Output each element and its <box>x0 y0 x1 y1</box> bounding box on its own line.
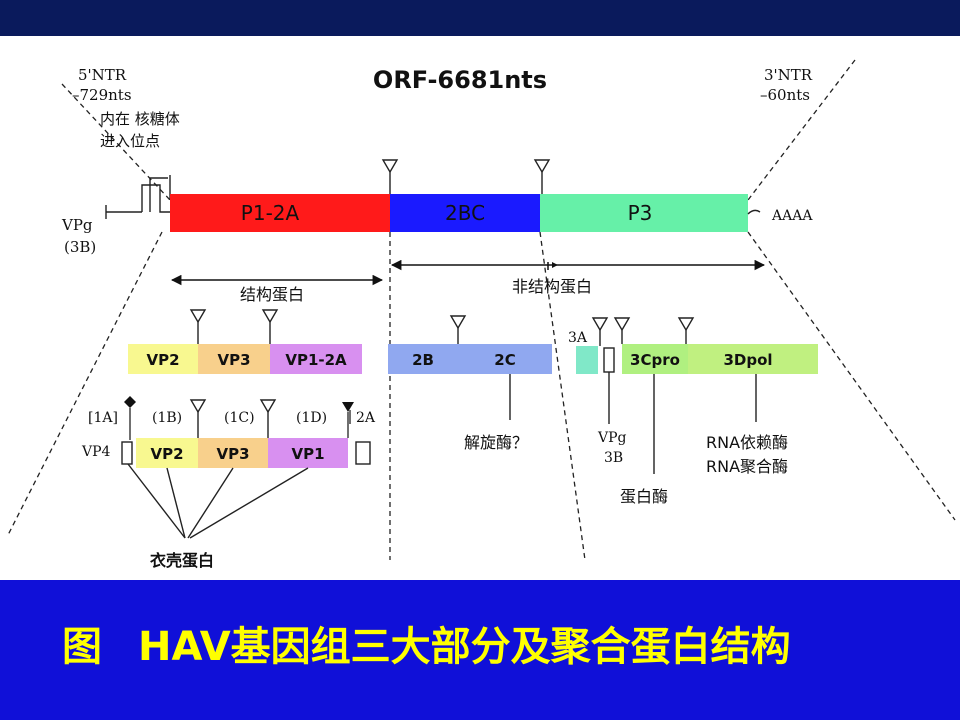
capsid-protein-label: 衣壳蛋白 <box>150 551 214 570</box>
vp4-marker-icon <box>124 396 136 408</box>
utr5-label: 5'NTR <box>78 66 127 84</box>
p1-vp2-label: VP2 <box>146 351 179 369</box>
segment-2bc <box>390 194 540 232</box>
p2-cleavage-icons <box>449 315 467 344</box>
p3-3a-label: 3A <box>568 330 588 346</box>
p1-vp1-2a-label: VP1-2A <box>285 351 347 369</box>
capsid-1c-label: (1C) <box>224 410 255 426</box>
p3-pointers <box>608 372 757 474</box>
cleavage-site-icons <box>381 159 551 194</box>
capsid-1b-label: (1B) <box>152 410 182 426</box>
p2-2b <box>388 344 458 374</box>
p3-3cpro-label: 3Cpro <box>630 351 680 369</box>
p1-cleavage-icons <box>189 309 279 344</box>
vpg-3b-annotation: 3B <box>604 450 623 466</box>
vpg-label: VPg <box>61 216 93 234</box>
utr3-length: –60nts <box>760 86 810 104</box>
vpg-annotation: VPg <box>597 430 627 446</box>
p1-vp3 <box>198 344 270 374</box>
capsid-2a-label: 2A <box>356 410 376 426</box>
structural-label: 结构蛋白 <box>240 285 304 304</box>
utr5-structure <box>105 175 171 219</box>
poly-a-label: AAAA <box>771 208 813 224</box>
orf-title: ORF-6681nts <box>373 66 547 94</box>
p2-2c <box>458 344 552 374</box>
p3-3b <box>603 347 615 373</box>
protease-label: 蛋白酶 <box>620 487 668 506</box>
capsid-vp4 <box>121 441 133 465</box>
capsid-vp4-label: VP4 <box>81 444 111 460</box>
ires-label-2: 进入位点 <box>100 132 160 150</box>
p2-2c-label: 2C <box>494 351 515 369</box>
capsid-vp3-label: VP3 <box>216 445 249 463</box>
vpg-sub-label: (3B) <box>64 238 96 256</box>
rdrp-label-1: RNA依赖酶 <box>706 433 788 452</box>
top-bar <box>0 0 960 36</box>
capsid-vp2-label: VP2 <box>150 445 183 463</box>
caption-prefix: 图 <box>62 624 102 670</box>
utr5-length: –729nts <box>72 86 132 104</box>
nonstructural-arrow-mid <box>552 262 558 268</box>
capsid-vp1 <box>268 438 348 468</box>
p3-3cpro <box>622 344 688 374</box>
segment-p2-label: 2BC <box>445 201 485 225</box>
p3-3dpol-label: 3Dpol <box>723 351 772 369</box>
p3-3dpol <box>688 344 818 374</box>
p3-3a <box>576 346 598 374</box>
caption-text: HAV基因组三大部分及聚合蛋白结构 <box>138 624 791 670</box>
capsid-2a <box>355 441 371 465</box>
ires-label-1: 内在 核糖体 <box>100 110 180 128</box>
p2-2b-label: 2B <box>412 351 434 369</box>
p3-cleavage-icons <box>591 317 695 346</box>
caption-band <box>0 580 960 720</box>
segment-p1-label: P1-2A <box>241 201 300 225</box>
helicase-label: 解旋酶？ <box>464 433 528 452</box>
capsid-vp1-label: VP1 <box>291 445 324 463</box>
capsid-vp3 <box>198 438 268 468</box>
capsid-cleavage-icons <box>189 399 277 438</box>
segment-p1-2a <box>170 194 390 232</box>
capsid-2a-marker-icon <box>342 402 354 412</box>
utr3-label: 3'NTR <box>764 66 813 84</box>
figure-caption: 图 HAV基因组三大部分及聚合蛋白结构 <box>62 614 791 672</box>
capsid-vp2 <box>136 438 198 468</box>
capsid-1d-label: (1D) <box>296 410 327 426</box>
segment-p3 <box>540 194 748 232</box>
hav-genome-diagram: ORF-6681nts 5'NTR –729nts 内在 核糖体 进入位点 3'… <box>7 59 956 570</box>
capsid-converging-lines <box>127 463 309 539</box>
dashed-guides <box>7 59 956 561</box>
p1-vp3-label: VP3 <box>217 351 250 369</box>
rdrp-label-2: RNA聚合酶 <box>706 457 788 476</box>
p1-vp1-2a <box>270 344 362 374</box>
nonstructural-label: 非结构蛋白 <box>512 277 592 296</box>
segment-p3-label: P3 <box>628 201 653 225</box>
poly-a-tail <box>747 209 761 215</box>
p1-vp2 <box>128 344 198 374</box>
capsid-1a-label: [1A] <box>88 410 118 426</box>
